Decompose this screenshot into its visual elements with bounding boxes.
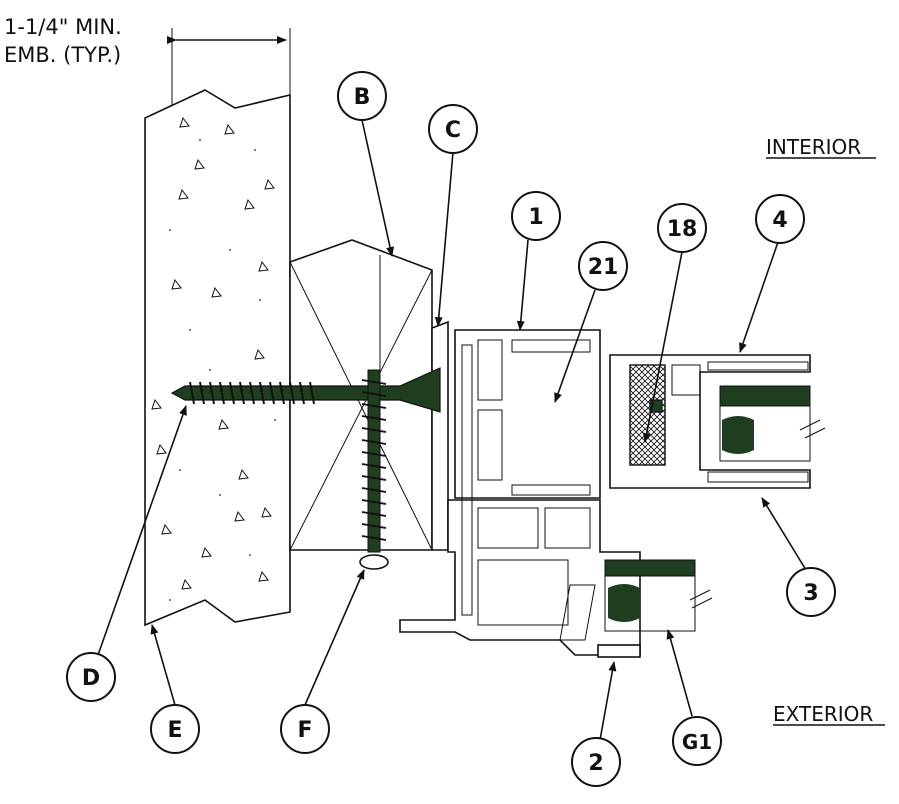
callout-4: 4 <box>755 194 805 244</box>
svg-text:E: E <box>167 718 182 743</box>
svg-text:B: B <box>354 85 371 110</box>
callout-3: 3 <box>786 567 836 617</box>
svg-text:4: 4 <box>772 208 787 233</box>
callout-d: D <box>66 652 116 702</box>
svg-text:G1: G1 <box>682 730 712 754</box>
callout-18: 18 <box>657 203 707 253</box>
svg-text:F: F <box>297 718 312 743</box>
svg-text:18: 18 <box>667 217 698 242</box>
svg-text:2: 2 <box>588 751 603 776</box>
sash-profile <box>609 354 811 489</box>
callout-1: 1 <box>511 191 561 241</box>
shim-c <box>431 320 449 551</box>
callout-g1: G1 <box>672 716 722 766</box>
callout-c: C <box>428 104 478 154</box>
anchor-screw <box>170 367 441 413</box>
callout-e: E <box>150 704 200 754</box>
lower-glazing <box>597 559 713 658</box>
svg-text:3: 3 <box>803 581 818 606</box>
interior-label: INTERIOR <box>766 135 861 159</box>
callout-21: 21 <box>578 241 628 291</box>
window-frame-profile <box>399 329 641 656</box>
embedment-dimension: 1-1/4" MIN. EMB. (TYP.) <box>4 15 291 395</box>
leader-lines <box>97 119 807 741</box>
concrete-wall <box>144 89 291 627</box>
svg-text:C: C <box>445 118 461 143</box>
dimension-text-line2: EMB. (TYP.) <box>4 43 121 67</box>
dimension-text-line1: 1-1/4" MIN. <box>4 15 122 39</box>
callout-b: B <box>337 71 387 121</box>
svg-text:1: 1 <box>528 205 543 230</box>
exterior-label: EXTERIOR <box>773 702 873 726</box>
svg-text:21: 21 <box>588 255 619 280</box>
svg-text:D: D <box>82 666 100 691</box>
installation-screw <box>359 369 389 570</box>
upper-glazing <box>719 385 826 462</box>
callout-2: 2 <box>571 737 621 787</box>
callout-f: F <box>280 704 330 754</box>
